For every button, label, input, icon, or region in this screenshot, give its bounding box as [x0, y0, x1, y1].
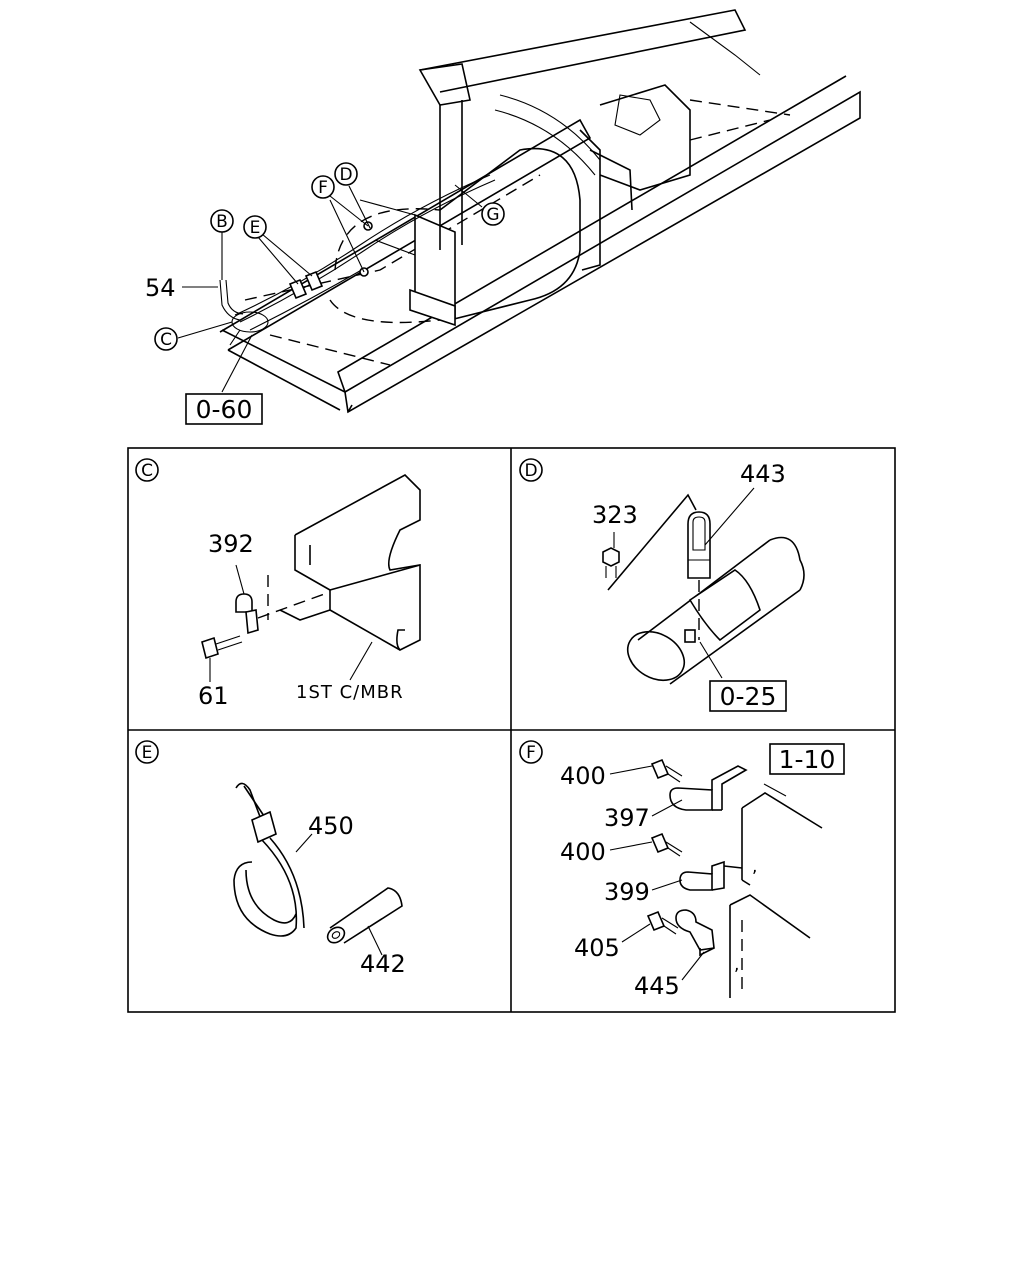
part-443-label: 443: [740, 460, 786, 488]
svg-text:,: ,: [752, 857, 757, 877]
panel-c: C: [135, 458, 421, 682]
callout-c-letter: C: [160, 330, 172, 350]
ref-box-1-10: 1-10: [769, 743, 845, 775]
part-445-label: 445: [634, 972, 680, 1000]
svg-text:,: ,: [734, 955, 739, 975]
part-323-label: 323: [592, 501, 638, 529]
chassis-view: [177, 9, 861, 414]
part-400-mid-label: 400: [560, 838, 606, 866]
first-crossmember-label: 1ST C/MBR: [296, 682, 404, 703]
callout-d: D: [334, 162, 358, 186]
part-450-label: 450: [308, 812, 354, 840]
part-405-label: 405: [574, 934, 620, 962]
part-399-label: 399: [604, 878, 650, 906]
ref-0-25-label: 0-25: [720, 682, 777, 711]
ref-box-0-60: 0-60: [185, 393, 263, 425]
callout-c: C: [154, 327, 178, 351]
callout-f-letter: F: [318, 178, 328, 198]
part-54-label: 54: [145, 274, 176, 302]
callout-e: E: [243, 215, 267, 239]
detail-grid: [127, 447, 896, 1013]
ref-0-60-label: 0-60: [196, 395, 253, 424]
callout-g-letter: G: [486, 205, 499, 225]
panel-e-letter: E: [142, 743, 153, 763]
part-400-top-label: 400: [560, 762, 606, 790]
panel-d: D: [519, 458, 805, 685]
callout-f: F: [311, 175, 335, 199]
part-442-label: 442: [360, 950, 406, 978]
panel-c-letter: C: [141, 461, 153, 481]
panel-d-letter: D: [524, 461, 537, 481]
ref-1-10-label: 1-10: [779, 745, 836, 774]
callout-b: B: [210, 209, 234, 233]
part-61-label: 61: [198, 682, 229, 710]
panel-f: F , ,: [519, 740, 823, 998]
ref-box-0-25: 0-25: [709, 680, 787, 712]
panel-f-letter: F: [526, 743, 536, 763]
callout-e-letter: E: [250, 218, 261, 238]
panel-e: E: [135, 740, 403, 956]
callout-d-letter: D: [339, 165, 352, 185]
part-392-label: 392: [208, 530, 254, 558]
part-397-label: 397: [604, 804, 650, 832]
callout-b-letter: B: [216, 212, 228, 232]
callout-g: G: [481, 202, 505, 226]
